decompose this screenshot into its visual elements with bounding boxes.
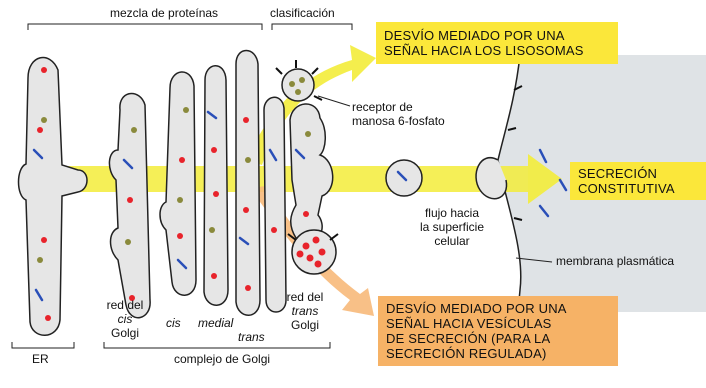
receptor-leader xyxy=(317,95,351,107)
er-label: ER xyxy=(32,352,49,366)
m6p-receptor-label-line1: receptor de xyxy=(352,100,413,114)
trans-golgi-network-label: red del trans Golgi xyxy=(280,290,330,332)
trans-golgi-line3: Golgi xyxy=(290,318,319,332)
protein-mix-label: mezcla de proteínas xyxy=(110,6,219,20)
plasma-membrane-label: membrana plasmática xyxy=(556,254,675,268)
er-bracket xyxy=(11,342,75,349)
trans-golgi-line2: trans xyxy=(291,304,319,318)
constitutive-box-line2: CONSTITUTIVA xyxy=(578,181,675,196)
regulated-box-line2: SEÑAL HACIA VESÍCULAS xyxy=(386,316,552,331)
m6p-receptor-label: receptor de manosa 6-fosfato xyxy=(352,100,445,128)
membrane-leader xyxy=(515,257,553,263)
m6p-receptors xyxy=(275,60,523,241)
cis-golgi-line3: Golgi xyxy=(110,326,139,340)
cis-golgi-network-label: red del cis Golgi xyxy=(102,298,148,340)
protein-mix-bracket xyxy=(27,23,263,30)
sorting-bracket xyxy=(271,23,353,30)
m6p-receptor-label-line2: manosa 6-fosfato xyxy=(352,114,445,128)
regulated-box-line1: DESVÍO MEDIADO POR UNA xyxy=(386,301,567,316)
cis-golgi-network xyxy=(108,92,151,319)
flow-label-line1: flujo hacia xyxy=(424,206,480,220)
regulated-secretion-box: DESVÍO MEDIADO POR UNA SEÑAL HACIA VESÍC… xyxy=(378,296,618,366)
flow-label: flujo hacia la superficie celular xyxy=(414,206,490,248)
golgi-complex-bracket xyxy=(103,342,331,349)
constitutive-box-line1: SECRECIÓN xyxy=(578,166,658,181)
fusing-vesicle xyxy=(475,157,508,200)
lysosome-box-line2: SEÑAL HACIA LOS LISOSOMAS xyxy=(384,43,584,58)
lysosome-box-line1: DESVÍO MEDIADO POR UNA xyxy=(384,28,565,43)
blue-proteins xyxy=(32,110,568,302)
cis-golgi-line1: red del xyxy=(106,298,144,312)
medial-cisterna-b xyxy=(235,49,261,316)
regulated-secretory-vesicle xyxy=(291,229,337,275)
cis-label: cis xyxy=(166,316,181,330)
cis-golgi-line2: cis xyxy=(117,312,133,326)
red-proteins xyxy=(37,67,326,321)
trans-golgi-network xyxy=(289,103,334,241)
constitutive-secretion-box: SECRECIÓN CONSTITUTIVA xyxy=(570,162,706,200)
medial-cisterna-a xyxy=(203,65,229,306)
er-compartment xyxy=(17,56,88,336)
sorting-label: clasificación xyxy=(270,6,335,20)
lysosomal-vesicle xyxy=(281,68,315,102)
trans-golgi-line1: red del xyxy=(286,290,324,304)
flow-label-line3: celular xyxy=(434,234,470,248)
trans-label: trans xyxy=(238,330,265,344)
cis-cisterna xyxy=(159,71,197,296)
medial-label: medial xyxy=(198,316,234,330)
regulated-box-line4: SECRECIÓN REGULADA) xyxy=(386,346,547,361)
green-proteins xyxy=(37,77,311,263)
regulated-box-line3: DE SECRECIÓN (PARA LA xyxy=(386,331,551,346)
flow-label-line2: la superficie xyxy=(419,220,485,234)
trans-cisterna xyxy=(263,96,287,313)
lysosome-pathway-box: DESVÍO MEDIADO POR UNA SEÑAL HACIA LOS L… xyxy=(376,22,618,64)
golgi-complex-label: complejo de Golgi xyxy=(174,352,271,366)
